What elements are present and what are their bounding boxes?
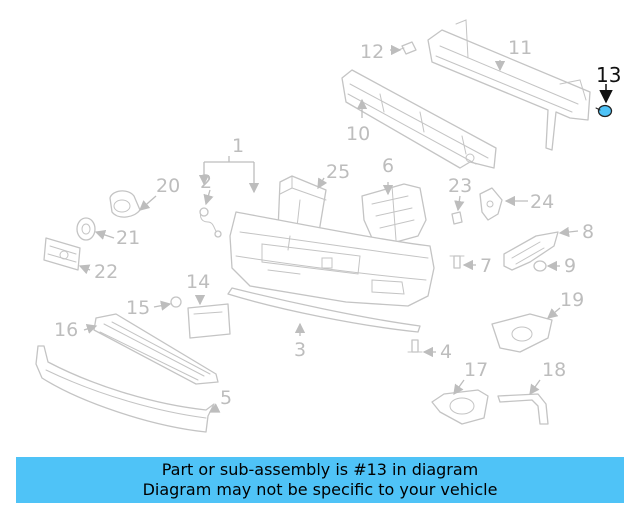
part-23-clip — [451, 211, 463, 225]
callout-8: 8 — [582, 221, 594, 243]
callout-6: 6 — [382, 155, 394, 177]
caption-line-1: Part or sub-assembly is #13 in diagram — [161, 460, 479, 479]
callout-1: 1 — [232, 135, 244, 157]
callout-7: 7 — [480, 255, 492, 277]
callout-10: 10 — [346, 123, 370, 145]
part-17-fog-trim — [431, 389, 489, 425]
part-4-bolt — [407, 339, 423, 353]
callout-4: 4 — [440, 341, 452, 363]
caption-banner: Part or sub-assembly is #13 in diagram D… — [16, 457, 624, 503]
callout-19: 19 — [560, 289, 584, 311]
part-7-bolt — [449, 255, 465, 269]
caption-line-2: Diagram may not be specific to your vehi… — [142, 480, 498, 499]
callout-2: 2 — [200, 171, 212, 193]
callout-17: 17 — [464, 359, 488, 381]
callout-20: 20 — [156, 175, 180, 197]
part-19-fog-bracket — [491, 313, 553, 353]
callout-23: 23 — [448, 175, 472, 197]
part-8-side-bracket — [503, 231, 559, 271]
callout-18: 18 — [542, 359, 566, 381]
part-5-valance — [35, 345, 215, 433]
callout-3: 3 — [294, 339, 306, 361]
part-10-reinforcement — [341, 69, 497, 169]
part-21-ring — [76, 217, 96, 241]
part-2-harness — [199, 207, 222, 238]
callout-9: 9 — [564, 255, 576, 277]
part-11-impact-bar — [427, 19, 591, 151]
part-9-grommet — [533, 260, 547, 272]
part-13-highlighted-fastener — [595, 104, 613, 118]
part-18-trim-strip — [497, 393, 549, 425]
callout-12: 12 — [360, 41, 384, 63]
callout-11: 11 — [508, 37, 532, 59]
callout-5: 5 — [220, 387, 232, 409]
callout-22: 22 — [94, 261, 118, 283]
part-24-bracket — [479, 187, 503, 221]
callout-21: 21 — [116, 227, 140, 249]
leader-lines — [78, 44, 579, 413]
part-1-bumper-cover — [229, 211, 435, 307]
part-14-plate-bracket — [187, 303, 231, 339]
part-12-bolt — [397, 41, 417, 55]
callout-24: 24 — [530, 191, 554, 213]
callout-16: 16 — [54, 319, 78, 341]
part-6-bracket — [361, 183, 427, 243]
callout-14: 14 — [186, 271, 210, 293]
parts-diagram: 1 2 3 4 5 6 7 8 9 10 11 12 14 15 16 17 1… — [35, 19, 621, 433]
callout-15: 15 — [126, 297, 150, 319]
part-3-lip-strip — [227, 287, 421, 333]
part-22-grille-insert — [43, 237, 81, 271]
callout-labels: 1 2 3 4 5 6 7 8 9 10 11 12 14 15 16 17 1… — [54, 37, 621, 409]
part-20-sensor — [109, 190, 141, 218]
callout-13-highlighted: 13 — [596, 63, 621, 87]
part-15-fastener — [170, 296, 182, 308]
callout-25: 25 — [326, 161, 350, 183]
